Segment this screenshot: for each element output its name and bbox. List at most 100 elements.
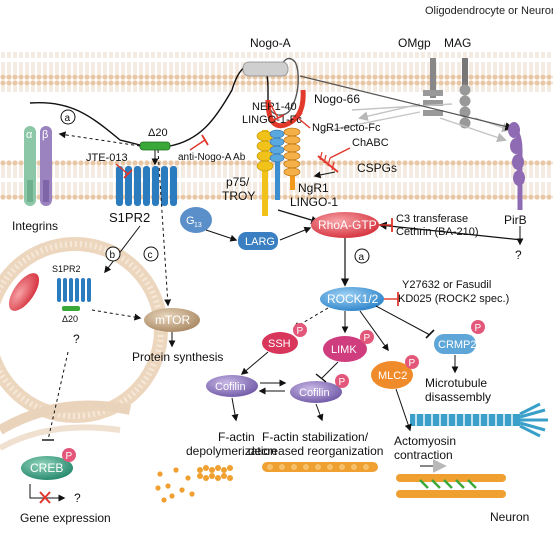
actomyosin-label: Actomyosin [394, 434, 456, 448]
limk-to-cofilin-line [321, 361, 339, 379]
marker-a-label: a [359, 252, 365, 263]
jte-label: JTE-013 [86, 152, 128, 164]
creb-node [21, 456, 73, 480]
rhoa-small-node [8, 273, 40, 311]
nogo-66-segment [265, 89, 306, 129]
reorganization-label: decreased reorganization [248, 444, 383, 458]
larg-protein [238, 232, 278, 250]
p75-troy-receptor [256, 130, 274, 216]
mlc2-p-badge [405, 355, 419, 369]
endosome-to-mtor-arrow [91, 309, 142, 321]
mlc2-label: MLC2 [378, 370, 407, 382]
crmp2-node [434, 334, 476, 354]
nogo-a-loop [267, 57, 299, 116]
rock-to-mlc2-arrow [359, 310, 389, 352]
factin-stabilization-graphic [262, 462, 378, 472]
cethrin-label: Cethrin (BA-210) [396, 226, 479, 238]
s1pr2-internalized [57, 278, 91, 302]
jte-inhibitor-line [115, 163, 129, 175]
actomyosin-graphic [396, 459, 506, 498]
cspgs-to-ngr1-arrow [313, 171, 336, 179]
delta20-internalized [62, 306, 80, 311]
nogo-a-chain-left [29, 101, 141, 146]
lingo-1-receptor [269, 129, 285, 200]
cofilin-p-node [290, 381, 342, 403]
nep1-label: NEP1-40 [252, 101, 297, 113]
cofilin-to-factin-arrow [231, 397, 239, 422]
nucleus-membrane-inner [0, 424, 121, 451]
lingo-1-label: LINGO-1 [290, 195, 338, 209]
pirb-receptor [508, 122, 525, 210]
cofilin-node [206, 375, 258, 397]
cofilin-label: Cofilin [215, 381, 246, 393]
rhoa-gtp-node [311, 212, 379, 238]
limk-to-cofilin-bar [315, 373, 327, 383]
pirb-question: ? [515, 248, 522, 262]
omgp-to-pirb-arrow [439, 117, 507, 143]
gene-expression-arrow [29, 484, 66, 504]
limk-node [323, 336, 367, 362]
limk-p-badge [360, 330, 374, 344]
marker-a-integrin [60, 109, 76, 125]
factin-depolymerization-graphic [155, 465, 233, 503]
depolymerization-label: depolymerization [186, 444, 277, 458]
microtubule-graphic [410, 402, 548, 438]
y27-label: Y27632 or Fasudil [402, 279, 491, 291]
s1pr2-small-label: S1PR2 [52, 264, 81, 274]
creb-label: CREB [30, 461, 63, 475]
mag-label: MAG [444, 36, 471, 50]
neuron-label: Neuron [490, 510, 529, 524]
nucleus-membrane [0, 400, 132, 435]
g13-subscript: 13 [194, 222, 202, 229]
contraction-label: contraction [394, 448, 453, 462]
troy-label: TROY [222, 189, 255, 203]
nogo-66-label: Nogo-66 [314, 92, 360, 106]
p75-label: p75/ [226, 175, 250, 189]
ngr1-ecto-inhibitor-bar [292, 112, 303, 122]
jte-inhibitor-bar [123, 169, 133, 179]
delta20-label: Δ20 [148, 127, 168, 139]
kd025-label: KD025 (ROCK2 spec.) [398, 293, 509, 305]
omgp-protein [423, 58, 443, 116]
nogo-to-pirb-arrow [299, 75, 514, 131]
disassembly-label: disassembly [425, 390, 491, 404]
mtor-node [144, 308, 200, 332]
creb-p-label: P [66, 451, 73, 462]
delta20-to-integrins-arrow [58, 131, 141, 147]
oligodendrocyte-label: Oligodendrocyte or Neuron [425, 5, 553, 17]
chabc-label: ChABC [352, 137, 389, 149]
cspgs-protein [317, 151, 339, 173]
anti-nogo-label: anti-Nogo-A Ab [178, 152, 246, 163]
cspgs-label: CSPGs [357, 161, 397, 175]
nep1-inhibitor-line [267, 99, 279, 119]
rock-label: ROCK1/2 [327, 292, 379, 306]
rock-to-crmp2-bar [425, 329, 435, 339]
marker-b-label: b [110, 250, 116, 261]
g13-protein [180, 207, 212, 233]
marker-c-label: c [148, 250, 153, 261]
delta20-small-label: Δ20 [62, 314, 78, 324]
g13-label: G [186, 215, 195, 227]
rock-node [320, 287, 384, 311]
ssh-p-badge [293, 323, 307, 337]
s1pr2-receptor [116, 166, 177, 206]
ssh-to-cofilin-arrow [240, 351, 269, 375]
ssh-node [262, 332, 298, 354]
anti-nogo-inhibitor-bar [201, 134, 209, 146]
larg-label: LARG [245, 236, 275, 248]
ssh-p-label: P [297, 326, 304, 337]
mtor-label: mTOR [155, 313, 190, 327]
pirb-label: PirB [504, 213, 527, 227]
anti-nogo-inhibitor-line [189, 139, 206, 151]
mlc2-p-label: P [409, 358, 416, 369]
omgp-label: OMgp [398, 36, 431, 50]
microtubule-label: Microtubule [425, 376, 487, 390]
lingo-fc-label: LINGO-1-Fc [242, 114, 302, 126]
marker-a-integrin-label: a [65, 113, 71, 124]
cofilin-p-badge [335, 374, 349, 388]
integrin-beta-label: β [42, 129, 48, 141]
factin-label: F-actin [218, 430, 255, 444]
marker-b [105, 246, 121, 262]
s1pr2-label: S1PR2 [109, 210, 150, 225]
